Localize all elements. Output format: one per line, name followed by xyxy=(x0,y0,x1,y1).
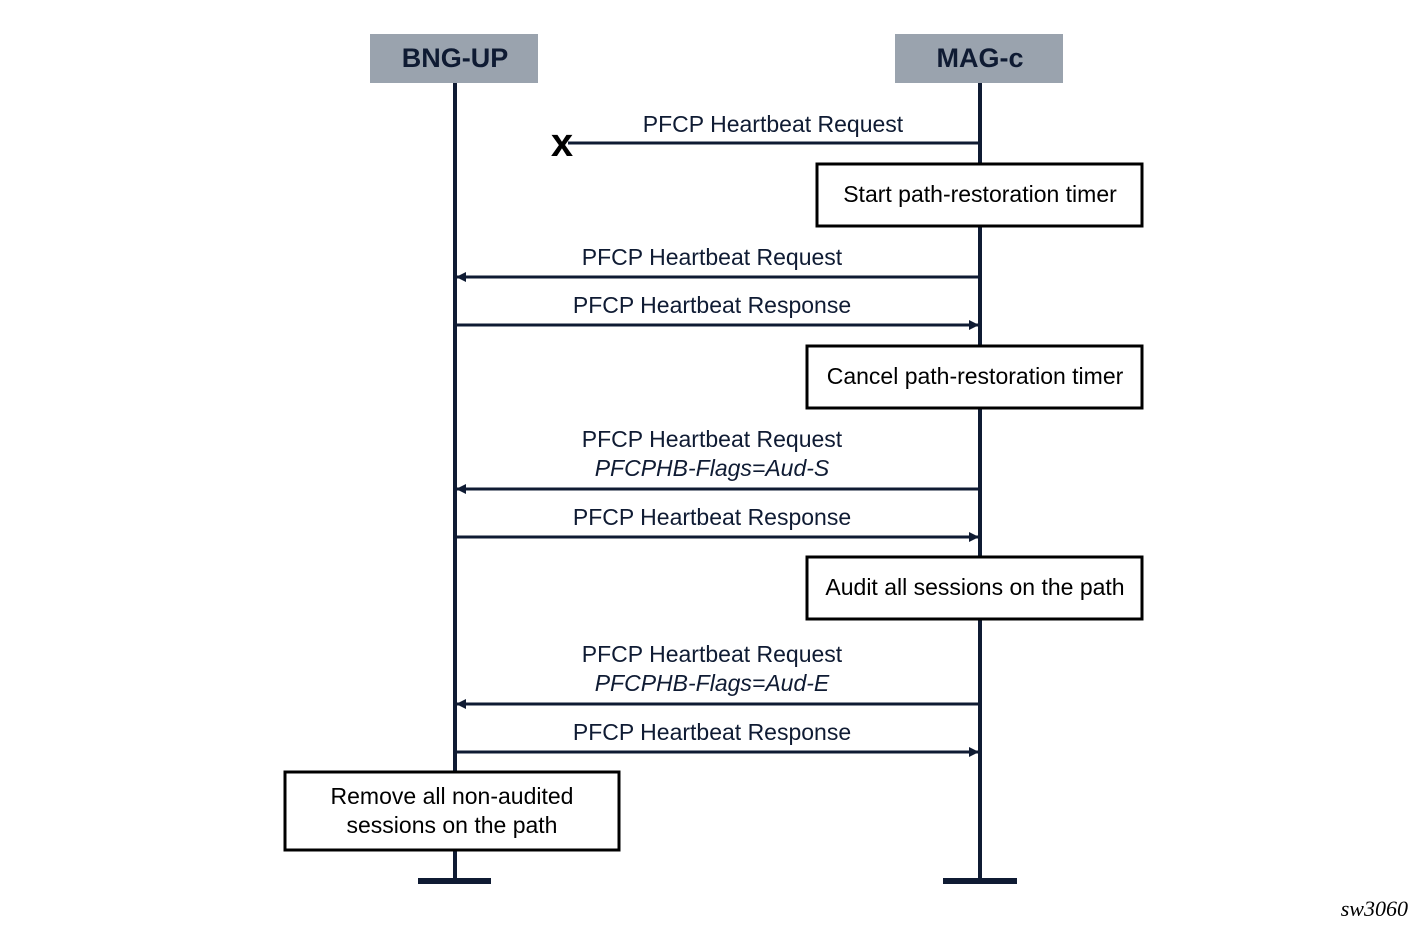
message-6-sublabel: PFCPHB-Flags=Aud-E xyxy=(595,670,830,696)
lost-message-x-icon: x xyxy=(551,121,573,165)
message-6-label: PFCP Heartbeat Request xyxy=(582,641,843,667)
message-1-label: PFCP Heartbeat Request xyxy=(643,111,904,137)
box-start-timer xyxy=(815,162,1144,228)
box-remove-sessions-line2: sessions on the path xyxy=(347,812,558,838)
box-audit xyxy=(805,555,1144,621)
box-audit-label: Audit all sessions on the path xyxy=(825,574,1124,600)
participant-mag-c-header xyxy=(895,34,1063,83)
box-remove-sessions xyxy=(283,770,621,852)
participant-bng-up-label: BNG-UP xyxy=(402,43,509,73)
box-start-timer-label: Start path-restoration timer xyxy=(843,181,1117,207)
participant-mag-c-label: MAG-c xyxy=(937,43,1024,73)
participant-bng-up-header xyxy=(370,34,538,83)
box-cancel-timer xyxy=(805,344,1144,410)
message-7-label: PFCP Heartbeat Response xyxy=(573,719,851,745)
figure-id: sw3060 xyxy=(1341,896,1408,921)
box-remove-sessions-line1: Remove all non-audited xyxy=(331,783,574,809)
message-3-label: PFCP Heartbeat Response xyxy=(573,292,851,318)
lifeline-end-bng-up xyxy=(418,878,491,884)
participant-bng-up: BNG-UP xyxy=(370,34,538,83)
message-5-label: PFCP Heartbeat Response xyxy=(573,504,851,530)
message-4-sublabel: PFCPHB-Flags=Aud-S xyxy=(595,455,830,481)
lifeline-end-mag-c xyxy=(943,878,1017,884)
participant-mag-c: MAG-c xyxy=(895,34,1063,83)
box-cancel-timer-label: Cancel path-restoration timer xyxy=(827,363,1124,389)
message-2-label: PFCP Heartbeat Request xyxy=(582,244,843,270)
message-4-label: PFCP Heartbeat Request xyxy=(582,426,843,452)
